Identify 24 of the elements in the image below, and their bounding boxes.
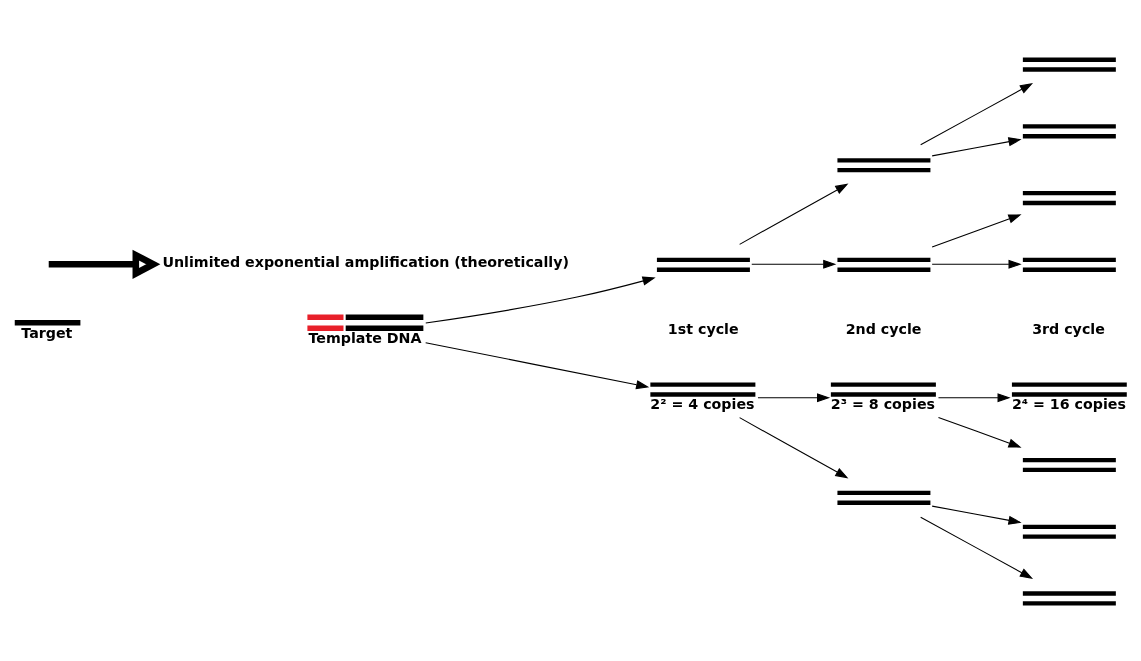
arrow bbox=[48, 249, 161, 279]
label: 2nd cycle bbox=[845, 320, 922, 337]
arrow bbox=[739, 416, 849, 478]
arrow bbox=[931, 213, 1022, 247]
legend-label: Target bbox=[21, 324, 73, 341]
node-label: 2³ = 8 copies bbox=[830, 395, 936, 412]
arrow bbox=[751, 259, 837, 269]
arrow bbox=[931, 505, 1022, 525]
arrow bbox=[425, 276, 656, 324]
arrow bbox=[931, 136, 1022, 156]
arrow bbox=[937, 392, 1011, 402]
node-text: Unlimited exponential amplification (theoretically) bbox=[162, 253, 569, 270]
arrow bbox=[937, 416, 1022, 448]
arrow bbox=[920, 516, 1034, 579]
node-label: 2² = 4 copies bbox=[650, 395, 755, 412]
arrow bbox=[931, 259, 1022, 269]
node-label: 2⁴ = 16 copies bbox=[1011, 395, 1126, 412]
arrow bbox=[757, 392, 831, 402]
arrow bbox=[425, 341, 650, 389]
arrow bbox=[920, 82, 1034, 145]
label: 1st cycle bbox=[667, 320, 739, 337]
node-label: Template DNA bbox=[308, 329, 422, 346]
arrow bbox=[739, 183, 849, 245]
label: 3rd cycle bbox=[1032, 320, 1105, 337]
